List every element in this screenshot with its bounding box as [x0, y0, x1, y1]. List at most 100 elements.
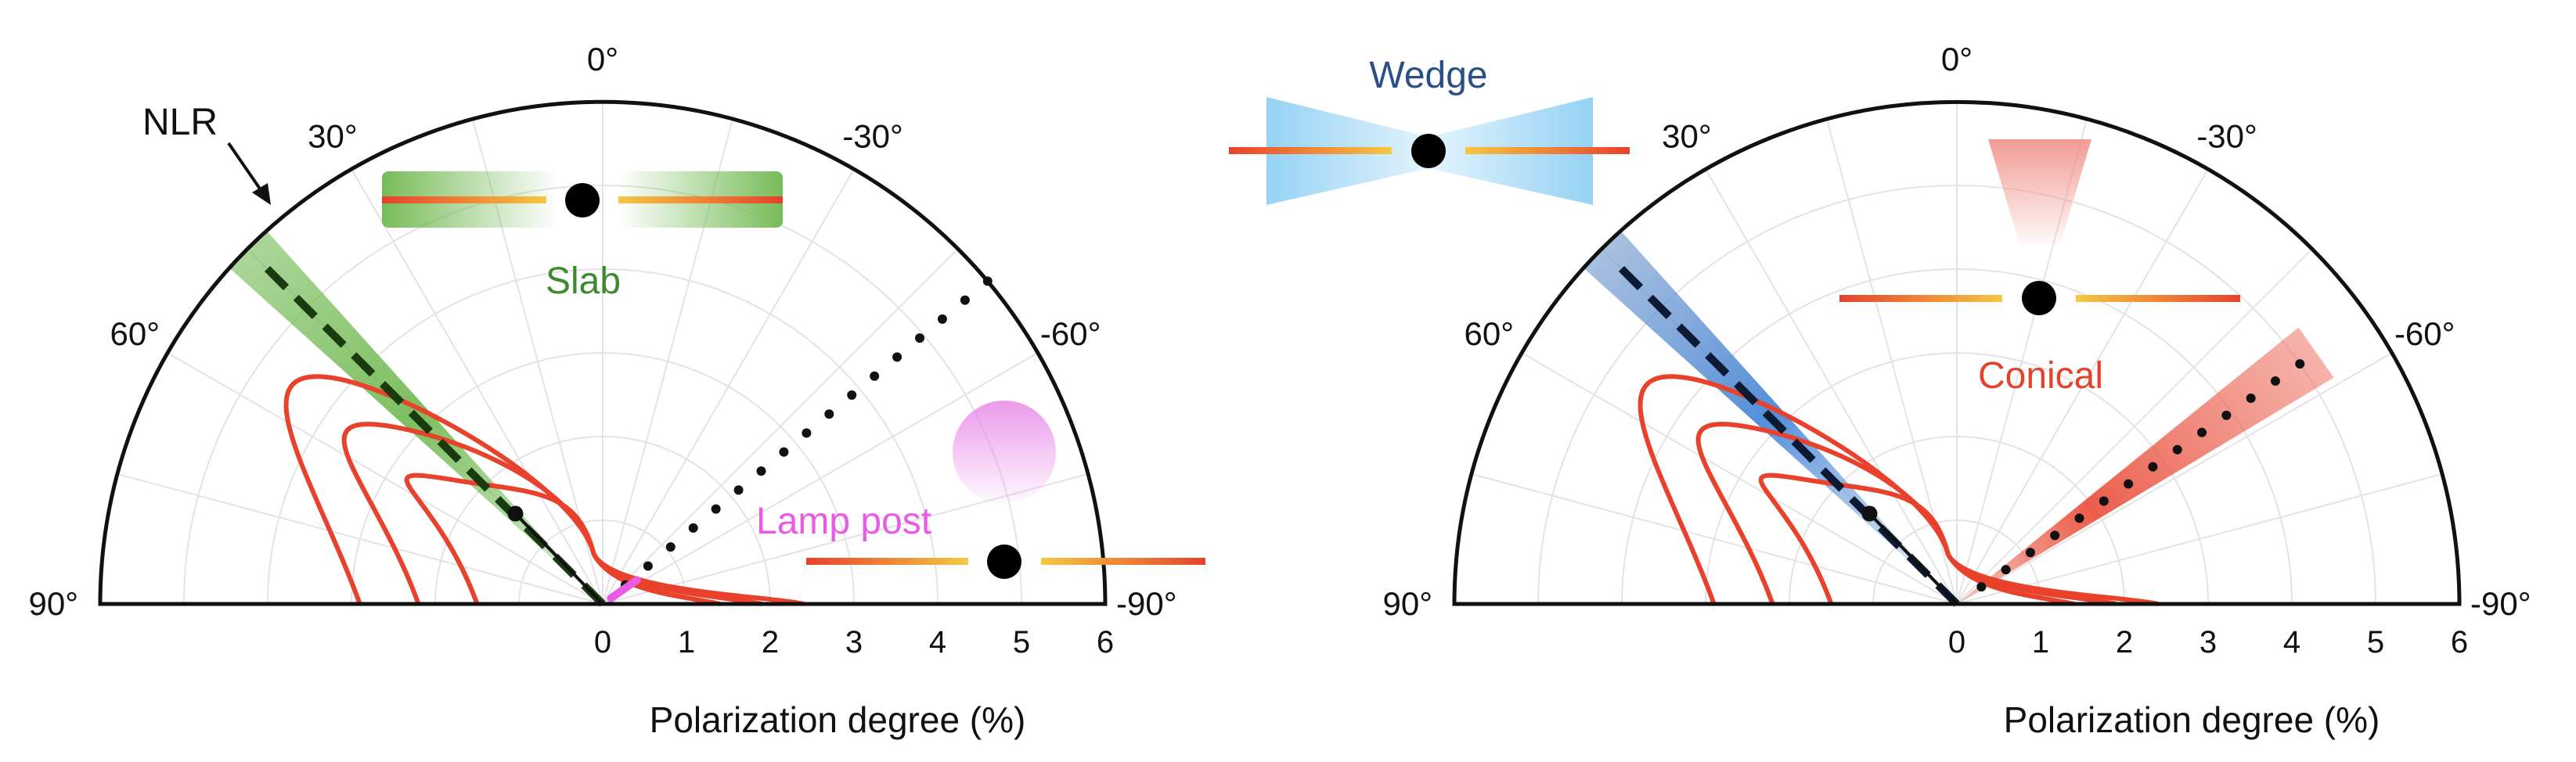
- radial-tick-label: 0: [1948, 625, 1965, 660]
- angle-tick-label: -60°: [1040, 315, 1101, 352]
- model-dot: [733, 485, 744, 495]
- lamp-post-central-engine: [987, 545, 1021, 579]
- model-dot: [2246, 393, 2256, 403]
- radial-tick-labels: 0 1 2 3 4 5 6: [594, 625, 1114, 660]
- grid-spoke: [1956, 248, 2313, 605]
- observed-point: [1861, 505, 1878, 522]
- model-dot: [2099, 496, 2109, 506]
- conical-icon: Conical: [1839, 139, 2240, 397]
- lamp-post-icon: Lamp post: [756, 401, 1205, 579]
- model-dot: [1976, 582, 1987, 592]
- lamp-post-rod-right: [1041, 558, 1205, 565]
- angle-tick-label: 60°: [1465, 315, 1515, 352]
- model-dot: [960, 295, 970, 305]
- lamp-post-rod-left: [806, 558, 968, 565]
- polar-frame: [1452, 99, 2462, 606]
- radial-tick-label: 2: [2116, 625, 2133, 660]
- model-dot: [2295, 359, 2305, 369]
- observed-vector-line: [1868, 512, 1958, 606]
- x-axis-label: Polarization degree (%): [2004, 699, 2380, 740]
- model-dot: [779, 447, 789, 457]
- model-dot: [643, 561, 653, 571]
- contour-group: [1637, 374, 2159, 606]
- conical-rod-left: [1839, 295, 2002, 302]
- angle-tick-label: 0°: [1941, 41, 1973, 77]
- wedge-label: Wedge: [1369, 55, 1487, 96]
- model-dotted-line: [1976, 359, 2305, 592]
- angle-tick-label: -90°: [2470, 585, 2531, 622]
- conical-rod-right: [2076, 295, 2240, 302]
- wedge-rod-left: [1229, 147, 1392, 154]
- model-dotted-line: [620, 276, 993, 590]
- grid-spoke: [1956, 352, 2393, 605]
- radial-tick-label: 2: [762, 625, 779, 660]
- model-dot: [802, 428, 812, 438]
- model-dot: [2270, 376, 2280, 386]
- radial-tick-label: 1: [2032, 625, 2049, 660]
- model-dot: [915, 333, 925, 343]
- contour-line: [404, 473, 721, 606]
- model-dot: [824, 409, 834, 419]
- model-dot: [937, 314, 947, 324]
- model-dot: [665, 542, 676, 552]
- model-dot: [2074, 513, 2084, 523]
- radial-tick-label: 6: [1097, 625, 1114, 660]
- contour-group: [283, 374, 805, 606]
- radial-tick-label: 0: [594, 625, 611, 660]
- radial-tick-label: 1: [678, 625, 695, 660]
- grid-spoke: [1956, 473, 2443, 605]
- grid-spoke: [117, 473, 603, 605]
- lamp-post-marker: [607, 576, 641, 602]
- cone-fan: [1988, 139, 2091, 244]
- polar-frame: [98, 99, 1108, 606]
- polar-grid: [1471, 102, 2443, 605]
- model-dot: [2221, 410, 2232, 420]
- angle-tick-label: 30°: [1662, 117, 1712, 154]
- radial-tick-label: 3: [2200, 625, 2217, 660]
- slab-central-engine: [565, 183, 600, 217]
- grid-spoke: [351, 168, 603, 605]
- wedge-rod-right: [1465, 147, 1630, 154]
- contour-line: [1637, 374, 2159, 606]
- radial-tick-label: 4: [2283, 625, 2300, 660]
- slab-rod-left: [382, 196, 546, 203]
- model-dot: [2001, 565, 2011, 575]
- contour-line: [1758, 473, 2075, 606]
- lamp-post-glow: [953, 401, 1056, 504]
- nlr-label: NLR: [142, 102, 218, 143]
- radial-tick-label: 3: [845, 625, 863, 660]
- grid-spoke: [1705, 168, 1958, 605]
- angle-tick-labels: 0°30°-30°60°-60°90°-90°: [1382, 41, 2531, 622]
- grid-spoke: [602, 248, 959, 605]
- angle-tick-label: -90°: [1116, 585, 1177, 622]
- slab-label: Slab: [546, 261, 621, 302]
- radial-tick-label: 4: [929, 625, 946, 660]
- wedge-icon: Wedge: [1229, 55, 1630, 205]
- model-dot: [870, 371, 880, 381]
- model-dot: [711, 504, 721, 514]
- wedge-central-engine: [1411, 134, 1446, 168]
- contour-line: [283, 374, 805, 606]
- grid-spoke: [1471, 473, 1958, 605]
- model-dot: [688, 523, 698, 533]
- model-dot: [2172, 444, 2182, 455]
- grid-spoke: [602, 352, 1039, 605]
- nlr-arrow: [227, 142, 265, 195]
- slab-rod-right: [618, 196, 783, 203]
- conical-label: Conical: [1978, 355, 2103, 397]
- grid-spoke: [1521, 352, 1958, 605]
- grid-spoke: [167, 352, 603, 605]
- observed-vector-line: [514, 512, 604, 606]
- radial-tick-label: 5: [2367, 625, 2384, 660]
- model-dot: [2025, 548, 2035, 558]
- model-dot: [892, 352, 903, 362]
- radial-tick-label: 6: [2451, 625, 2468, 660]
- angle-tick-label: -30°: [2196, 117, 2257, 154]
- model-dot: [2124, 479, 2134, 489]
- radial-tick-label: 5: [1013, 625, 1030, 660]
- angle-tick-label: 0°: [587, 41, 618, 77]
- model-dot: [2148, 462, 2158, 472]
